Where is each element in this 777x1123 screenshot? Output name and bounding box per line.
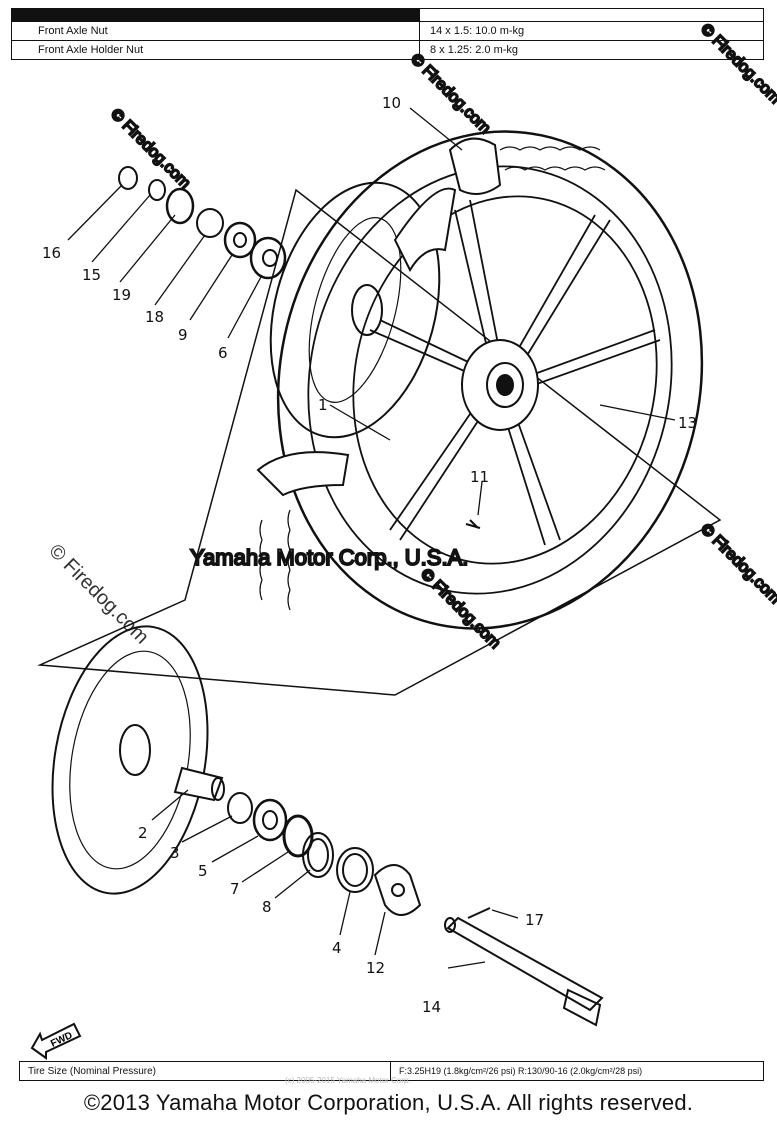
firedog-watermark: © Firedog.com (417, 566, 503, 652)
axle-collar (173, 766, 225, 802)
callout-18: 18 (145, 308, 164, 326)
spec-value: 8 x 1.25: 2.0 m-kg (419, 40, 764, 60)
callout-10: 10 (382, 94, 401, 112)
callout-6: 6 (218, 344, 228, 362)
yamaha-watermark: Yamaha Motor Corp., U.S.A. (190, 545, 468, 570)
callout-4: 4 (332, 939, 342, 957)
leader-lines (67, 107, 676, 969)
front-axle (444, 916, 604, 1027)
callout-16: 16 (42, 244, 61, 262)
table-row: Tire Size (Nominal Pressure) F:3.25H19 (… (19, 1061, 764, 1081)
firedog-watermark: © Firedog.com (107, 106, 193, 192)
tire-value: F:3.25H19 (1.8kg/cm²/26 psi) R:130/90-16… (390, 1061, 764, 1081)
upper-parts (118, 166, 287, 280)
firedog-watermark: © Firedog.com (697, 521, 777, 607)
callout-3: 3 (170, 844, 180, 862)
callout-8: 8 (262, 898, 272, 916)
callout-11: 11 (470, 468, 489, 486)
callout-5: 5 (198, 862, 208, 880)
callout-2: 2 (138, 824, 148, 842)
tire-size-table: Tire Size (Nominal Pressure) F:3.25H19 (… (19, 1061, 764, 1081)
brake-disc-upper (269, 181, 441, 439)
watermarks: Yamaha Motor Corp., U.S.A. © Firedog.com… (44, 20, 777, 653)
table-row: Front Axle Nut 14 x 1.5: 10.0 m-kg (11, 21, 764, 41)
callout-14: 14 (422, 998, 441, 1016)
copyright-notice: ©2013 Yamaha Motor Corporation, U.S.A. A… (83, 1090, 694, 1115)
header-cell (11, 8, 420, 22)
callout-17: 17 (525, 911, 544, 929)
callout-19: 19 (112, 286, 131, 304)
callout-15: 15 (82, 266, 101, 284)
small-watermark: (c) 2005-2015 Yamaha Motor Corp. (285, 1076, 411, 1085)
callout-12: 12 (366, 959, 385, 977)
torque-spec-table: Front Axle Nut 14 x 1.5: 10.0 m-kg Front… (11, 8, 764, 60)
callout-1: 1 (318, 396, 328, 414)
front-wheel (256, 130, 704, 630)
forward-arrow-icon: FWD (30, 1022, 82, 1060)
callouts: 10 16 15 19 18 9 6 1 13 11 2 3 5 7 8 4 1… (42, 94, 697, 1016)
lower-parts (227, 792, 422, 916)
assembly-outline (37, 188, 722, 696)
callout-7: 7 (230, 880, 240, 898)
fwd-label: FWD (49, 1030, 74, 1050)
firedog-watermark: © Firedog.com (697, 21, 777, 107)
callout-9: 9 (178, 326, 188, 344)
firedog-watermark: © Firedog.com (407, 51, 493, 137)
cotter-pin (467, 907, 491, 919)
table-row: Front Axle Holder Nut 8 x 1.25: 2.0 m-kg (11, 40, 764, 60)
callout-13: 13 (678, 414, 697, 432)
firedog-watermark: © Firedog.com (44, 540, 153, 649)
